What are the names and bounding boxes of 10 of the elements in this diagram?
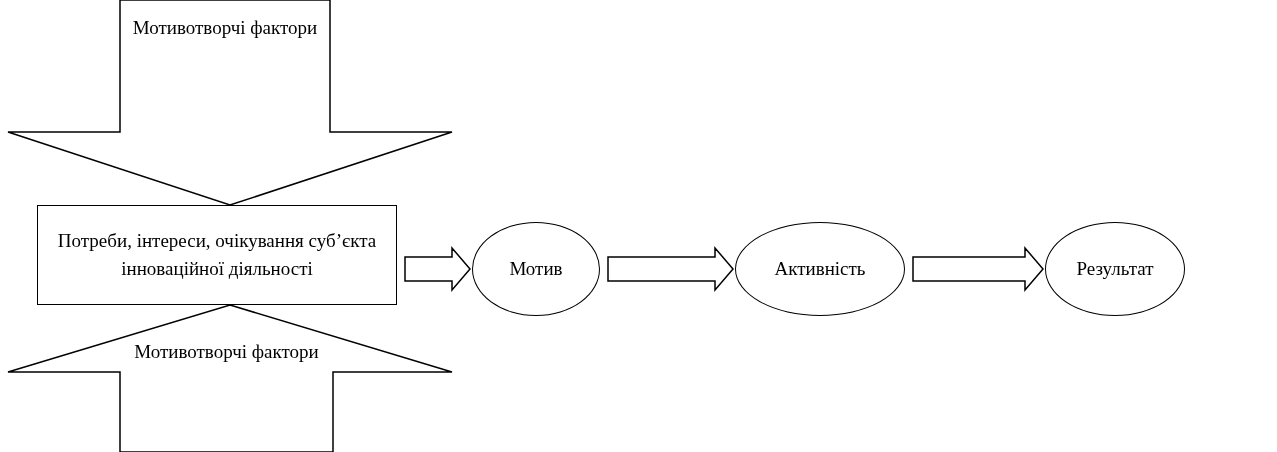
node-label: Мотивотворчі фактори <box>133 340 320 364</box>
block-arrow <box>607 245 734 293</box>
node-label: Мотив <box>508 257 564 281</box>
node-label: Активність <box>773 257 867 281</box>
process-box <box>37 205 397 305</box>
block-arrow <box>912 245 1044 293</box>
node-label: Мотивотворчі фактори <box>131 16 319 40</box>
node-label: Результат <box>1075 257 1155 281</box>
node-label: Потреби, інтереси, очікування суб’єкта інноваційної діяльності <box>56 229 378 281</box>
block-arrow <box>404 245 471 293</box>
